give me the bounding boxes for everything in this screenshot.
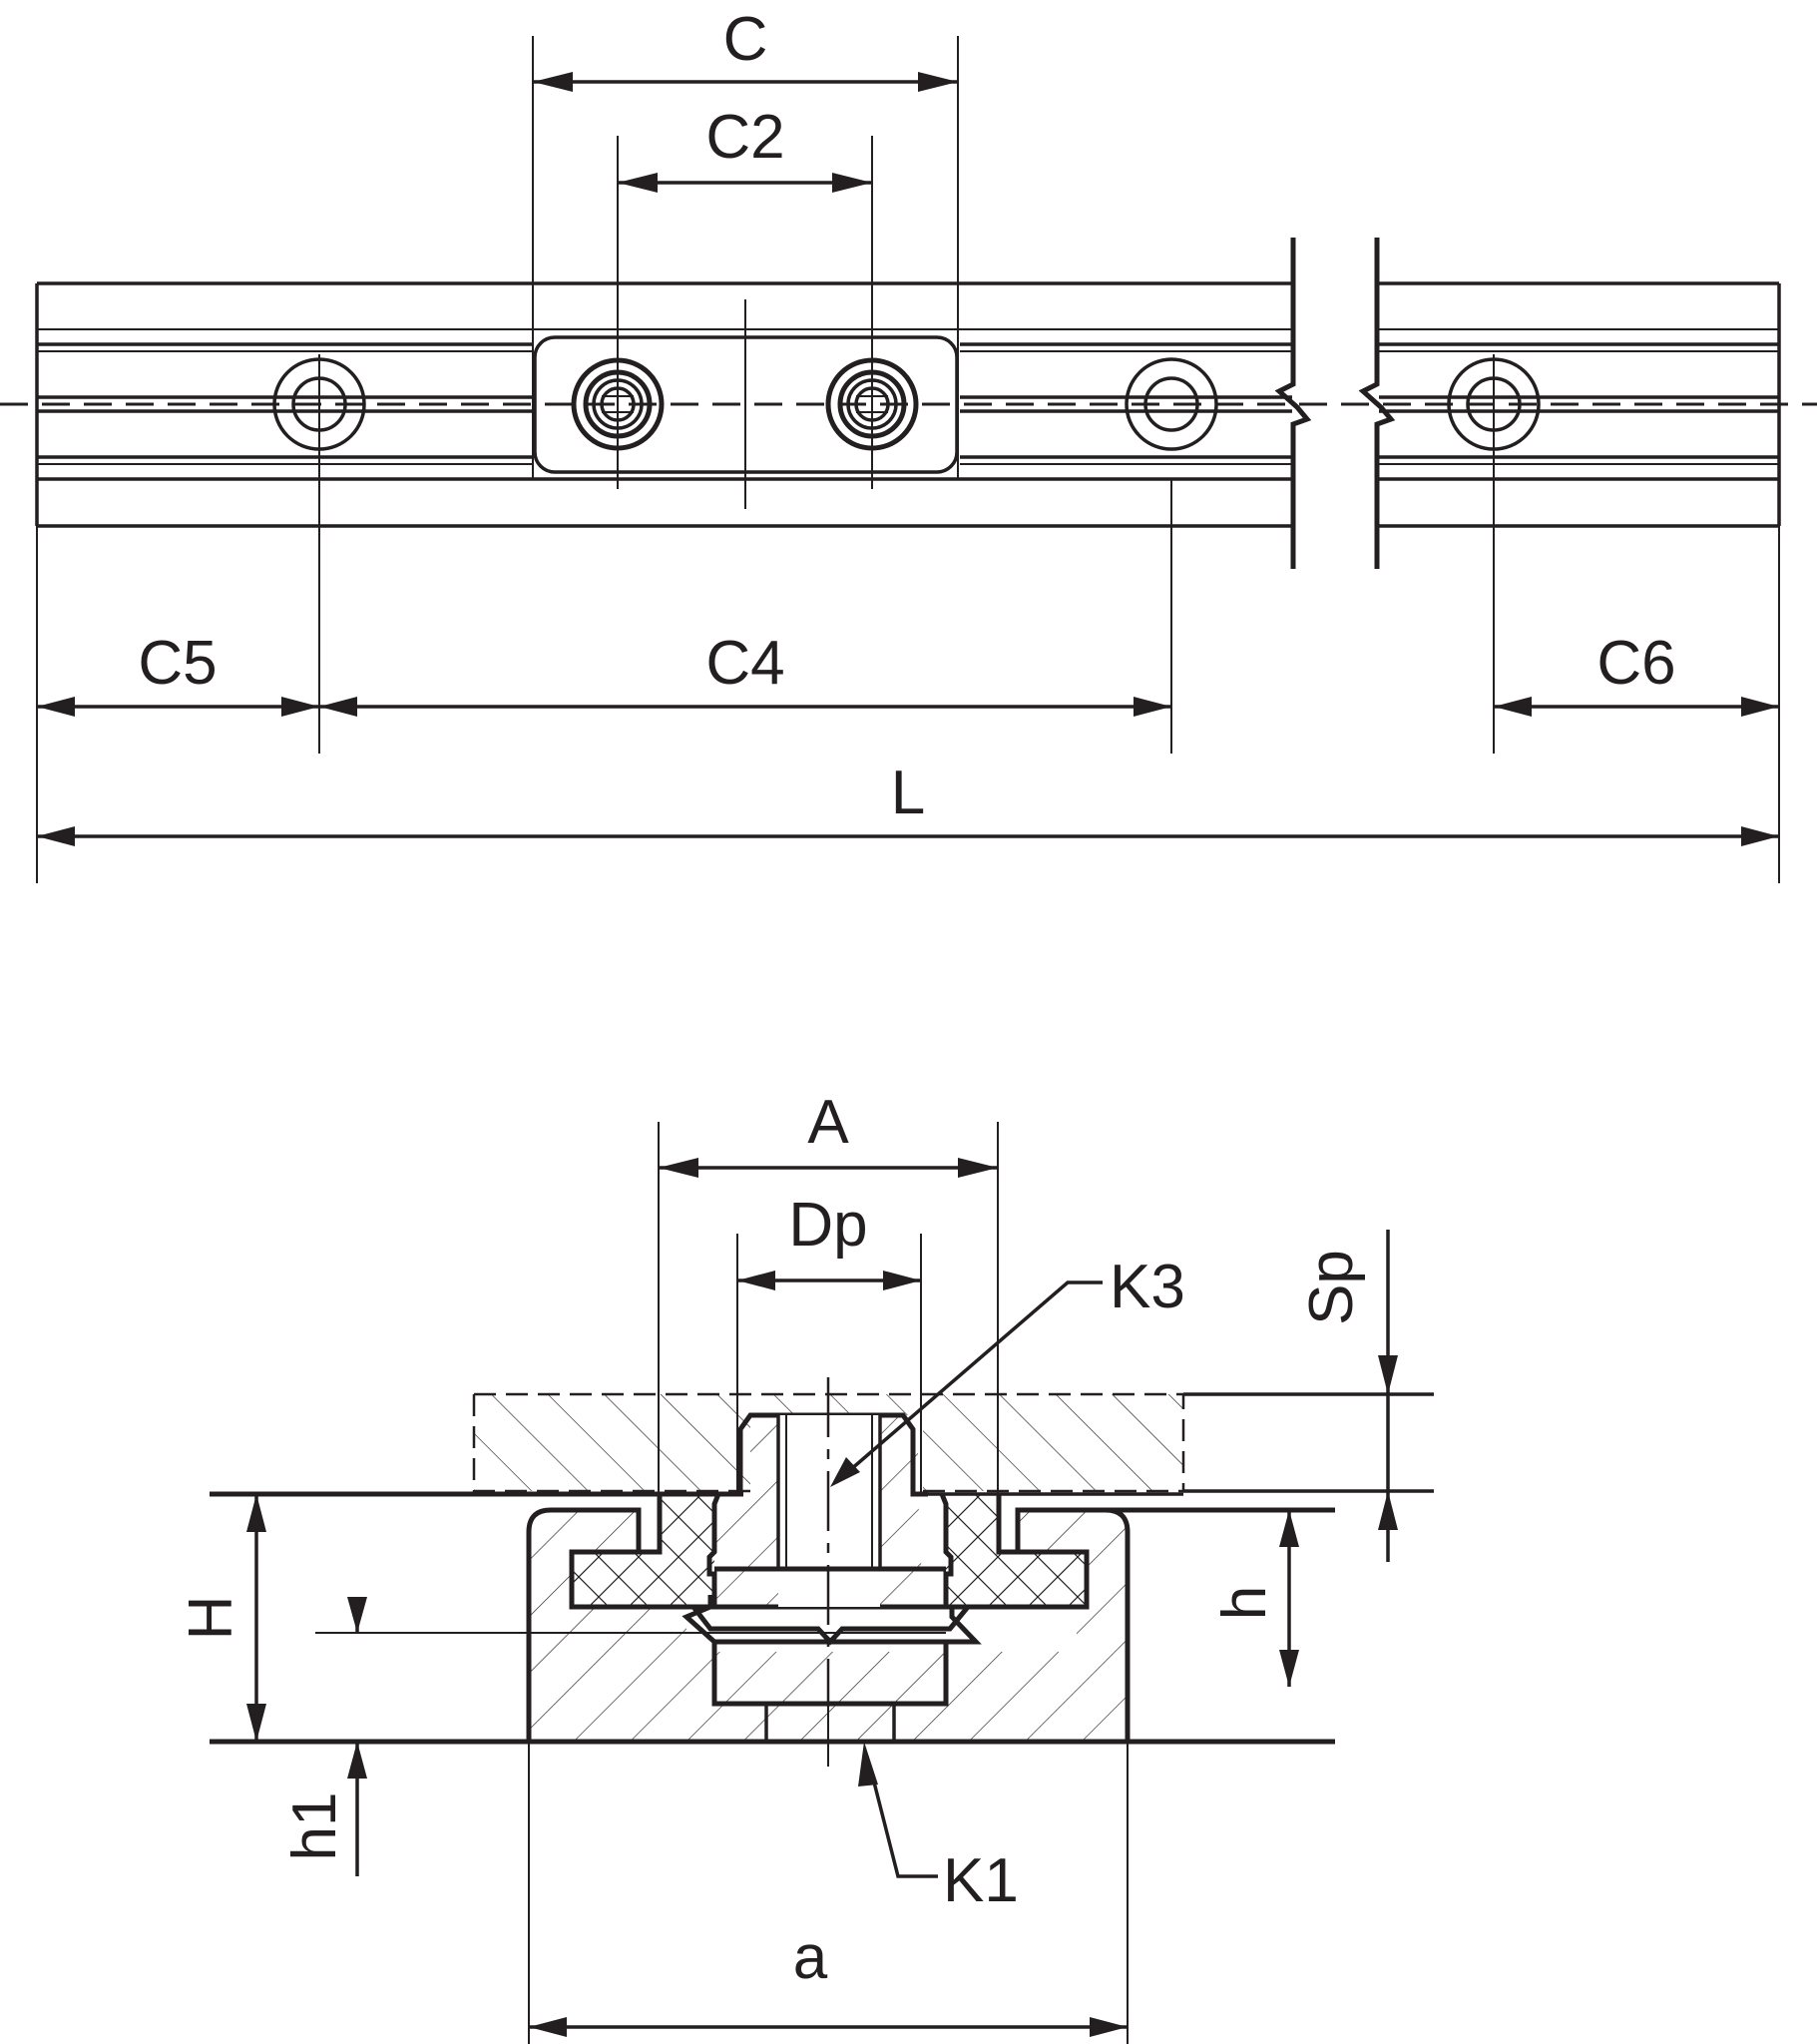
rail-hole-2 <box>1125 357 1218 451</box>
label-a-upper: A <box>807 1088 849 1157</box>
label-dp: Dp <box>788 1191 867 1260</box>
dimension-h1: h1 <box>280 1597 367 1876</box>
dimension-l: L <box>37 759 1779 846</box>
center-cavity <box>691 1605 970 1744</box>
dimension-c4: C4 <box>319 629 1171 717</box>
dimension-a-upper: A <box>659 1088 998 1178</box>
label-k1: K1 <box>943 1846 1019 1915</box>
label-c5: C5 <box>138 629 217 698</box>
carriage-section <box>210 1491 1335 1610</box>
section-view: A Dp K3 Sp H <box>177 1088 1434 2044</box>
dimension-h-lower: h <box>1210 1510 1299 1687</box>
dimension-c6: C6 <box>1494 629 1779 717</box>
mounting-plate <box>472 1392 1434 1493</box>
carriage <box>532 283 959 509</box>
label-c: C <box>723 5 768 74</box>
label-h-upper: H <box>177 1596 245 1641</box>
dimension-dp: Dp <box>737 1191 921 1290</box>
label-h-lower: h <box>1210 1586 1279 1620</box>
dimension-c: C <box>533 5 958 92</box>
label-c2: C2 <box>705 103 784 172</box>
dimension-sp: Sp <box>1297 1230 1398 1562</box>
dimension-c2: C2 <box>618 103 872 193</box>
top-view: C C2 C5 C4 C6 <box>0 5 1817 883</box>
leader-k3: K3 <box>830 1253 1185 1487</box>
label-c4: C4 <box>705 629 784 698</box>
leader-k1: K1 <box>858 1742 1019 1915</box>
rail-right-segment <box>1379 281 1781 528</box>
dimension-c5: C5 <box>37 629 319 717</box>
dimension-a-lower: a <box>529 1923 1128 2037</box>
label-l: L <box>891 759 925 827</box>
label-sp: Sp <box>1297 1250 1366 1325</box>
label-h1: h1 <box>280 1792 349 1861</box>
label-k3: K3 <box>1110 1253 1185 1321</box>
dimension-h-upper: H <box>177 1494 266 1742</box>
label-c6: C6 <box>1596 629 1675 698</box>
break-symbol <box>1274 238 1396 569</box>
label-a-lower: a <box>793 1923 828 1992</box>
fixing-screw <box>714 1412 946 1607</box>
